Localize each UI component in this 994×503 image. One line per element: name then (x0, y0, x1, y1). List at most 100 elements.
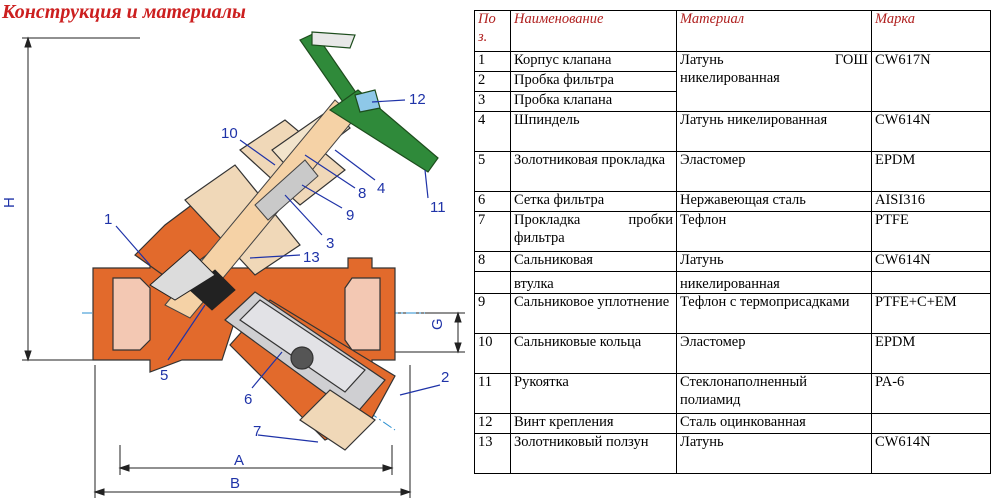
name-word-3: фильтра (514, 229, 565, 246)
cell-material: Стеклонаполненный полиамид (676, 373, 872, 414)
header-pos: По з. (474, 10, 511, 52)
callout-6: 6 (244, 391, 252, 408)
cell-mark: CW617N (871, 51, 991, 112)
callout-8: 8 (358, 185, 366, 202)
table-row-11: 11 Рукоятка Стеклонаполненный полиамид P… (474, 373, 991, 414)
callout-labels: 1 2 3 4 5 6 7 8 9 10 11 12 13 (104, 91, 449, 440)
callout-9: 9 (346, 207, 354, 224)
cell-name: Винт крепления (510, 413, 677, 434)
cell-material: Эластомер (676, 333, 872, 374)
cell-pos: 1 (474, 51, 511, 72)
materials-table: По з. Наименование Материал Марка 1 Корп… (474, 10, 991, 474)
material-word-3: никелированная (680, 69, 780, 86)
cell-pos: 12 (474, 413, 511, 434)
dim-label-h: H (1, 197, 18, 208)
cell-material: Латунь ГОШ никелированная (676, 51, 872, 112)
cell-material: Латунь никелированная (676, 111, 872, 152)
table-row-12: 12 Винт крепления Сталь оцинкованная (474, 413, 991, 434)
cell-material: Латунь (676, 433, 872, 474)
cell-mark: PA-6 (871, 373, 991, 414)
cell-mark: PTFE (871, 211, 991, 252)
cell-pos: 3 (474, 91, 511, 112)
callout-7: 7 (253, 423, 261, 440)
header-material: Материал (676, 10, 872, 52)
table-row-1: 1 Корпус клапана Латунь ГОШ никелированна… (474, 51, 991, 112)
cell-mark (871, 413, 991, 434)
valve-drawing: 1 2 3 4 5 6 7 8 9 10 11 12 13 H A B G (1, 31, 465, 498)
cell-pos: 7 (474, 211, 511, 252)
cell-name: Сальниковая (510, 251, 677, 272)
cell-pos: 4 (474, 111, 511, 152)
cell-name: втулка (510, 271, 677, 294)
callout-2: 2 (441, 369, 449, 386)
cell-material: Нержавеющая сталь (676, 191, 872, 212)
cell-name: Пробка фильтра (510, 71, 677, 92)
cell-name: Пробка клапана (510, 91, 677, 112)
cell-material: Сталь оцинкованная (676, 413, 872, 434)
callout-13: 13 (303, 249, 320, 266)
cell-pos (474, 271, 511, 294)
cell-mark: CW614N (871, 433, 991, 474)
cell-material: Эластомер (676, 151, 872, 192)
valve-plug (149, 249, 236, 311)
cell-name: Рукоятка (510, 373, 677, 414)
dimension-labels: H A B G (1, 197, 446, 492)
callout-11: 11 (430, 199, 446, 216)
table-row-4: 4 Шпиндель Латунь никелированная CW614N (474, 111, 991, 152)
table-row-9: 9 Сальниковое уплотнение Тефлон с термоп… (474, 293, 991, 334)
leader-lines (115, 99, 441, 443)
cell-name: Корпус клапана (510, 51, 677, 72)
valve-handle (299, 31, 439, 173)
cell-material: Тефлон (676, 211, 872, 252)
cell-material: Тефлон с термоприсадками (676, 293, 872, 334)
material-word-1: Латунь (680, 52, 724, 68)
table-row-13: 13 Золотниковый ползун Латунь CW614N (474, 433, 991, 474)
cell-pos: 9 (474, 293, 511, 334)
header-mark: Марка (871, 10, 991, 52)
callout-12: 12 (409, 91, 426, 108)
cell-mark: CW614N (871, 251, 991, 272)
filter-cartridge (224, 291, 386, 451)
cell-pos: 5 (474, 151, 511, 192)
header-name: Наименование (510, 10, 677, 52)
cell-name: Сетка фильтра (510, 191, 677, 212)
name-word-1: Прокладка (514, 212, 581, 228)
table-row-7: 7 Прокладка пробки фильтра Тефлон PTFE (474, 211, 991, 252)
callout-5: 5 (160, 367, 168, 384)
cell-pos: 6 (474, 191, 511, 212)
cell-material: Латунь (676, 251, 872, 272)
cell-name: Шпиндель (510, 111, 677, 152)
material-word-2: ГОШ (834, 52, 868, 68)
page-title: Конструкция и материалы (2, 1, 246, 23)
callout-1: 1 (104, 211, 112, 228)
cell-mark: EPDM (871, 151, 991, 192)
cell-mark: AISI316 (871, 191, 991, 212)
cell-name: Золотниковая прокладка (510, 151, 677, 192)
cell-mark: PTFE+C+EM (871, 293, 991, 334)
table-header-row: По з. Наименование Материал Марка (474, 10, 991, 52)
dim-label-a: A (234, 452, 244, 469)
cell-name: Сальниковое уплотнение (510, 293, 677, 334)
cell-pos: 10 (474, 333, 511, 374)
table-row-6: 6 Сетка фильтра Нержавеющая сталь AISI31… (474, 191, 991, 212)
cell-name: Прокладка пробки фильтра (510, 211, 677, 252)
callout-3: 3 (326, 235, 334, 252)
dim-label-g: G (429, 318, 446, 330)
cell-name: Сальниковые кольца (510, 333, 677, 374)
callout-4: 4 (377, 180, 385, 197)
cell-mark: EPDM (871, 333, 991, 374)
cell-material: никелированная (676, 271, 872, 294)
table-row-10: 10 Сальниковые кольца Эластомер EPDM (474, 333, 991, 374)
cell-pos: 13 (474, 433, 511, 474)
callout-10: 10 (221, 125, 238, 142)
cell-pos: 11 (474, 373, 511, 414)
dim-label-b: B (230, 475, 240, 492)
cell-name: Золотниковый ползун (510, 433, 677, 474)
cell-mark (871, 271, 991, 294)
cell-pos: 8 (474, 251, 511, 272)
cell-pos: 2 (474, 71, 511, 92)
table-row-5: 5 Золотниковая прокладка Эластомер EPDM (474, 151, 991, 192)
table-row-8-continued: втулка никелированная (474, 271, 991, 294)
table-row-8: 8 Сальниковая Латунь CW614N (474, 251, 991, 272)
name-word-2: пробки (628, 212, 673, 228)
